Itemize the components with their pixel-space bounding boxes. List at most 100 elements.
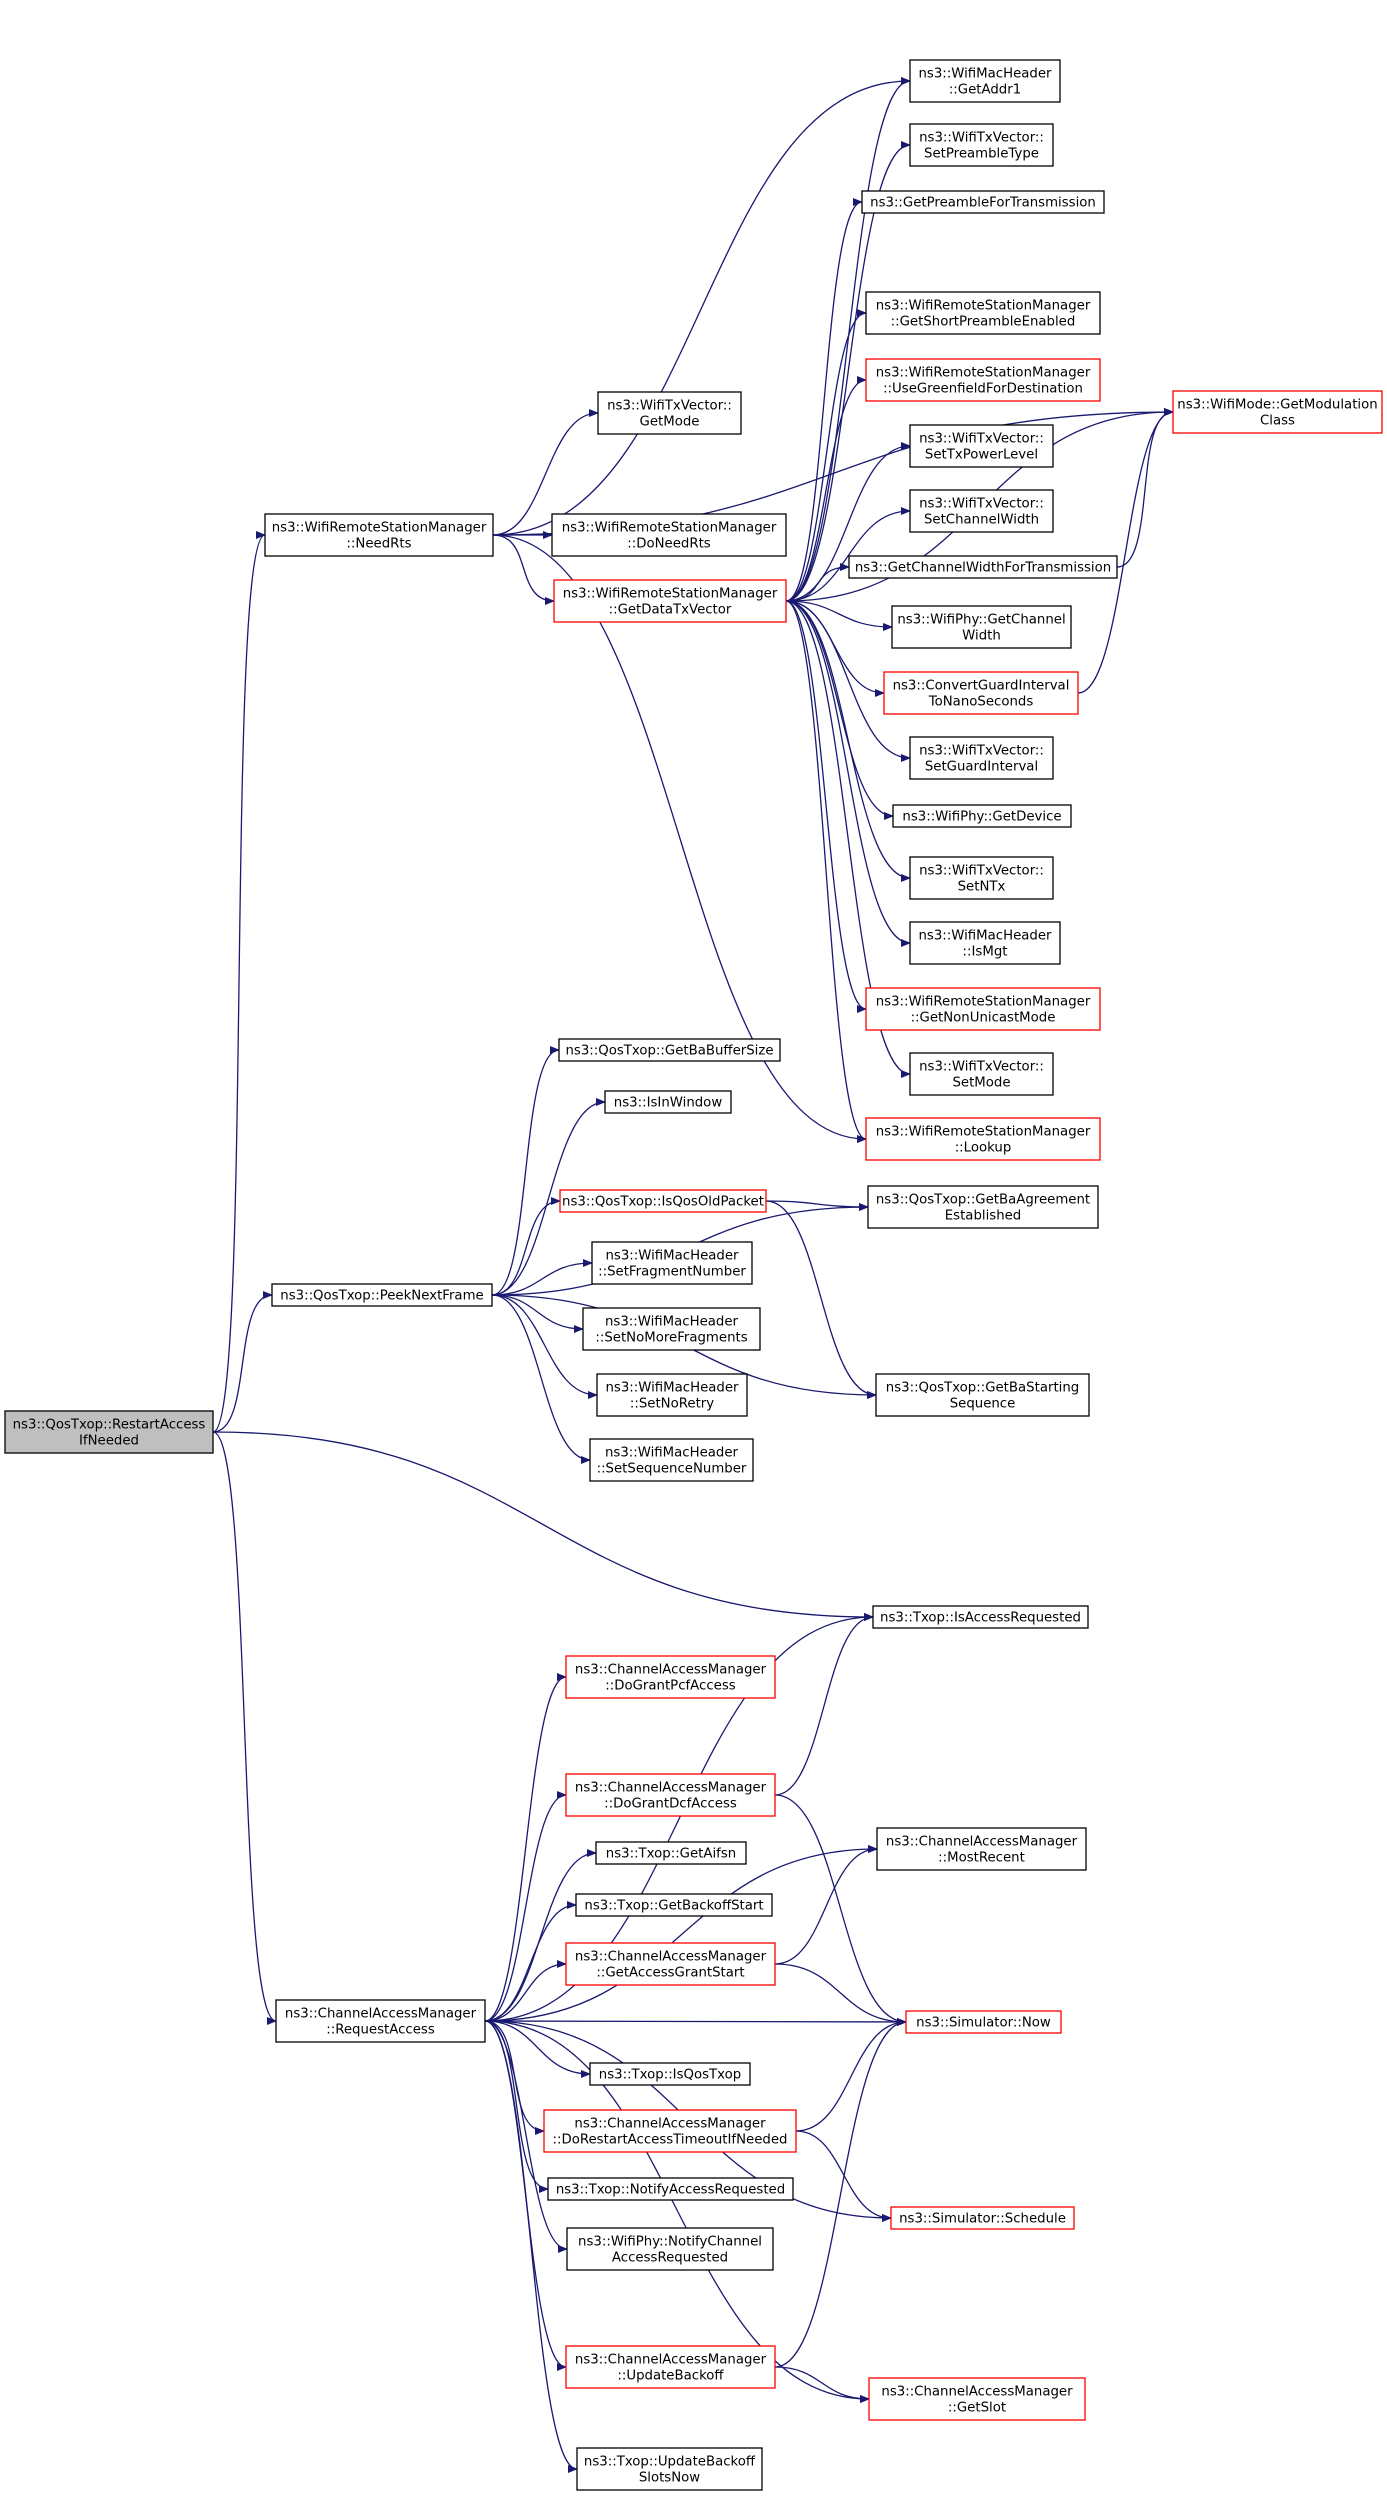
node-peek[interactable]: ns3::QosTxop::PeekNextFrame — [271, 1283, 493, 1307]
node-phynotify[interactable]: ns3::WifiPhy::NotifyChannelAccessRequest… — [566, 2227, 774, 2271]
node-label-convertgi-1: ToNanoSeconds — [928, 695, 1034, 710]
node-box-isqostxop — [589, 2062, 751, 2086]
node-label-getshortpre-0: ns3::WifiRemoteStationManager — [876, 299, 1091, 314]
edge-reqacc-to-simnow — [484, 2017, 907, 2026]
node-getchanwidthfor[interactable]: ns3::GetChannelWidthForTransmission — [848, 555, 1118, 579]
node-mostrecent[interactable]: ns3::ChannelAccessManager::MostRecent — [876, 1827, 1087, 1871]
node-label-convertgi-0: ns3::ConvertGuardInterval — [893, 679, 1070, 694]
node-box-reqacc — [275, 1999, 486, 2043]
node-getaddr1[interactable]: ns3::WifiMacHeader::GetAddr1 — [909, 59, 1061, 103]
node-getbabuf[interactable]: ns3::QosTxop::GetBaBufferSize — [558, 1038, 781, 1062]
node-box-getbastart — [875, 1373, 1090, 1417]
node-box-getslot — [868, 2377, 1086, 2421]
edge-restart-to-peek — [212, 1291, 273, 1433]
node-label-isqosold-0: ns3::QosTxop::IsQosOldPacket — [562, 1195, 764, 1210]
node-setchanwidth[interactable]: ns3::WifiTxVector::SetChannelWidth — [909, 489, 1054, 533]
node-box-isinwindow — [604, 1090, 732, 1114]
node-dorestart[interactable]: ns3::ChannelAccessManager::DoRestartAcce… — [543, 2109, 797, 2153]
node-setgi[interactable]: ns3::WifiTxVector::SetGuardInterval — [909, 736, 1054, 780]
node-simnow[interactable]: ns3::Simulator::Now — [905, 2010, 1062, 2034]
edge-getdatatx-to-getdevice — [785, 600, 894, 820]
node-getnonuni[interactable]: ns3::WifiRemoteStationManager::GetNonUni… — [865, 987, 1101, 1031]
node-doneedrts[interactable]: ns3::WifiRemoteStationManager::DoNeedRts — [551, 513, 787, 557]
node-needrts[interactable]: ns3::WifiRemoteStationManager::NeedRts — [264, 513, 494, 557]
node-getdatatx[interactable]: ns3::WifiRemoteStationManager::GetDataTx… — [553, 579, 787, 623]
node-label-simnow-0: ns3::Simulator::Now — [916, 2016, 1051, 2031]
node-getaifsn[interactable]: ns3::Txop::GetAifsn — [595, 1841, 747, 1865]
node-isqostxop[interactable]: ns3::Txop::IsQosTxop — [589, 2062, 751, 2086]
node-label-setpreamble-0: ns3::WifiTxVector:: — [919, 131, 1044, 146]
node-setmode[interactable]: ns3::WifiTxVector::SetMode — [909, 1052, 1054, 1096]
node-label-getmodclass-1: Class — [1260, 414, 1295, 429]
node-label-setseq-1: ::SetSequenceNumber — [597, 1462, 747, 1477]
node-setfrag[interactable]: ns3::WifiMacHeader::SetFragmentNumber — [591, 1241, 753, 1285]
edge-getdatatx-to-usegreen — [785, 376, 867, 602]
node-notifyaccreq[interactable]: ns3::Txop::NotifyAccessRequested — [547, 2177, 794, 2201]
node-box-simschedule — [890, 2206, 1075, 2230]
edge-needrts-to-getmode — [492, 409, 599, 536]
node-getpreamblefor[interactable]: ns3::GetPreambleForTransmission — [861, 190, 1105, 214]
node-usegreen[interactable]: ns3::WifiRemoteStationManager::UseGreenf… — [865, 358, 1101, 402]
node-setntx[interactable]: ns3::WifiTxVector::SetNTx — [909, 856, 1054, 900]
node-ismgt[interactable]: ns3::WifiMacHeader::IsMgt — [909, 921, 1061, 965]
node-getshortpre[interactable]: ns3::WifiRemoteStationManager::GetShortP… — [865, 291, 1101, 335]
node-dogrpcf[interactable]: ns3::ChannelAccessManager::DoGrantPcfAcc… — [565, 1655, 776, 1699]
edge-isqosold-to-getbastart — [765, 1200, 877, 1399]
edge-getdatatx-to-getshortpre — [785, 309, 867, 602]
node-getbackoffstart[interactable]: ns3::Txop::GetBackoffStart — [575, 1893, 773, 1917]
edge-getdatatx-to-setgi — [785, 600, 911, 762]
node-label-txopupdate-0: ns3::Txop::UpdateBackoff — [584, 2455, 756, 2470]
node-label-setmode-0: ns3::WifiTxVector:: — [919, 1060, 1044, 1075]
edge-updatebackoff-to-simnow — [774, 2018, 907, 2368]
node-simschedule[interactable]: ns3::Simulator::Schedule — [890, 2206, 1075, 2230]
node-label-getbackoffstart-0: ns3::Txop::GetBackoffStart — [584, 1899, 763, 1914]
node-label-getaccgrant-1: ::GetAccessGrantStart — [596, 1966, 744, 1981]
node-setnoretry[interactable]: ns3::WifiMacHeader::SetNoRetry — [596, 1373, 748, 1417]
node-setnomore[interactable]: ns3::WifiMacHeader::SetNoMoreFragments — [582, 1307, 761, 1351]
node-getdevice[interactable]: ns3::WifiPhy::GetDevice — [892, 804, 1072, 828]
node-label-reqacc-0: ns3::ChannelAccessManager — [285, 2007, 477, 2022]
node-getmode[interactable]: ns3::WifiTxVector::GetMode — [597, 391, 742, 435]
node-dogrdcf[interactable]: ns3::ChannelAccessManager::DoGrantDcfAcc… — [565, 1773, 776, 1817]
node-label-restart-1: IfNeeded — [79, 1434, 139, 1449]
node-box-dorestart — [543, 2109, 797, 2153]
node-phygetchan[interactable]: ns3::WifiPhy::GetChannelWidth — [891, 605, 1072, 649]
edge-reqacc-to-mostrecent — [484, 1845, 878, 2022]
node-box-getpreamblefor — [861, 190, 1105, 214]
node-setpreamble[interactable]: ns3::WifiTxVector::SetPreambleType — [909, 123, 1054, 167]
node-updatebackoff[interactable]: ns3::ChannelAccessManager::UpdateBackoff — [565, 2345, 776, 2389]
node-isqosold[interactable]: ns3::QosTxop::IsQosOldPacket — [559, 1189, 767, 1213]
edge-reqacc-to-isqostxop — [484, 2020, 591, 2078]
node-setseq[interactable]: ns3::WifiMacHeader::SetSequenceNumber — [589, 1438, 754, 1482]
node-box-setmode — [909, 1052, 1054, 1096]
node-lookup[interactable]: ns3::WifiRemoteStationManager::Lookup — [865, 1117, 1101, 1161]
node-box-ismgt — [909, 921, 1061, 965]
node-box-dogrdcf — [565, 1773, 776, 1817]
node-box-setnomore — [582, 1307, 761, 1351]
node-box-setchanwidth — [909, 489, 1054, 533]
node-isinwindow[interactable]: ns3::IsInWindow — [604, 1090, 732, 1114]
node-reqacc[interactable]: ns3::ChannelAccessManager::RequestAccess — [275, 1999, 486, 2043]
node-label-getpreamblefor-0: ns3::GetPreambleForTransmission — [870, 196, 1096, 211]
edge-getdatatx-to-getpreamblefor — [785, 198, 863, 602]
edge-peek-to-isinwindow — [491, 1098, 606, 1296]
node-isaccreq[interactable]: ns3::Txop::IsAccessRequested — [872, 1605, 1089, 1629]
node-getslot[interactable]: ns3::ChannelAccessManager::GetSlot — [868, 2377, 1086, 2421]
edge-needrts-to-lookup — [492, 534, 867, 1143]
node-label-setmode-1: SetMode — [952, 1076, 1010, 1091]
node-getaccgrant[interactable]: ns3::ChannelAccessManager::GetAccessGran… — [565, 1942, 776, 1986]
node-box-setpreamble — [909, 123, 1054, 167]
edge-reqacc-to-getslot — [484, 2020, 870, 2403]
edge-restart-to-reqacc — [212, 1431, 277, 2025]
edge-dogrdcf-to-isaccreq — [774, 1613, 874, 1796]
node-label-setchanwidth-0: ns3::WifiTxVector:: — [919, 497, 1044, 512]
node-settxpower[interactable]: ns3::WifiTxVector::SetTxPowerLevel — [909, 424, 1054, 468]
node-label-setntx-1: SetNTx — [958, 880, 1006, 895]
